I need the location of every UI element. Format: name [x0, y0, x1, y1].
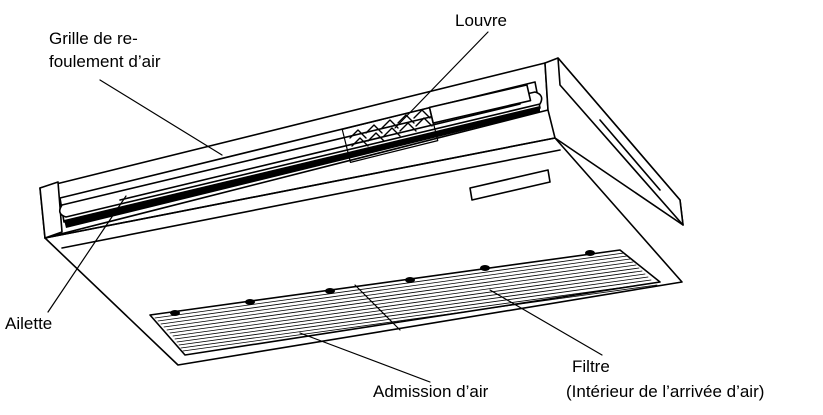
- display-window: [469, 169, 551, 201]
- grille-screws: [170, 250, 595, 316]
- louvre-chevrons: [349, 109, 433, 147]
- label-louvre: Louvre: [455, 11, 507, 30]
- label-ailette: Ailette: [5, 314, 53, 333]
- label-grille-line1: Grille de re-: [49, 29, 138, 48]
- grille-slats: [154, 252, 658, 352]
- leader-filtre: [489, 289, 603, 356]
- label-filtre-line1: Filtre: [572, 357, 610, 376]
- leader-louvre: [394, 31, 489, 129]
- leader-grille: [99, 79, 223, 156]
- leader-lines: [47, 31, 603, 383]
- label-admission: Admission d’air: [373, 382, 489, 401]
- outlet-dark-band: [64, 106, 540, 228]
- leader-ailette: [47, 195, 127, 313]
- label-grille-line2: foulement d’air: [49, 52, 161, 71]
- leader-admission: [299, 332, 431, 383]
- label-filtre-line2: (Intérieur de l’arrivée d’air): [566, 382, 765, 401]
- unit-left-end: [39, 181, 63, 239]
- unit-right-side-face: [557, 57, 684, 226]
